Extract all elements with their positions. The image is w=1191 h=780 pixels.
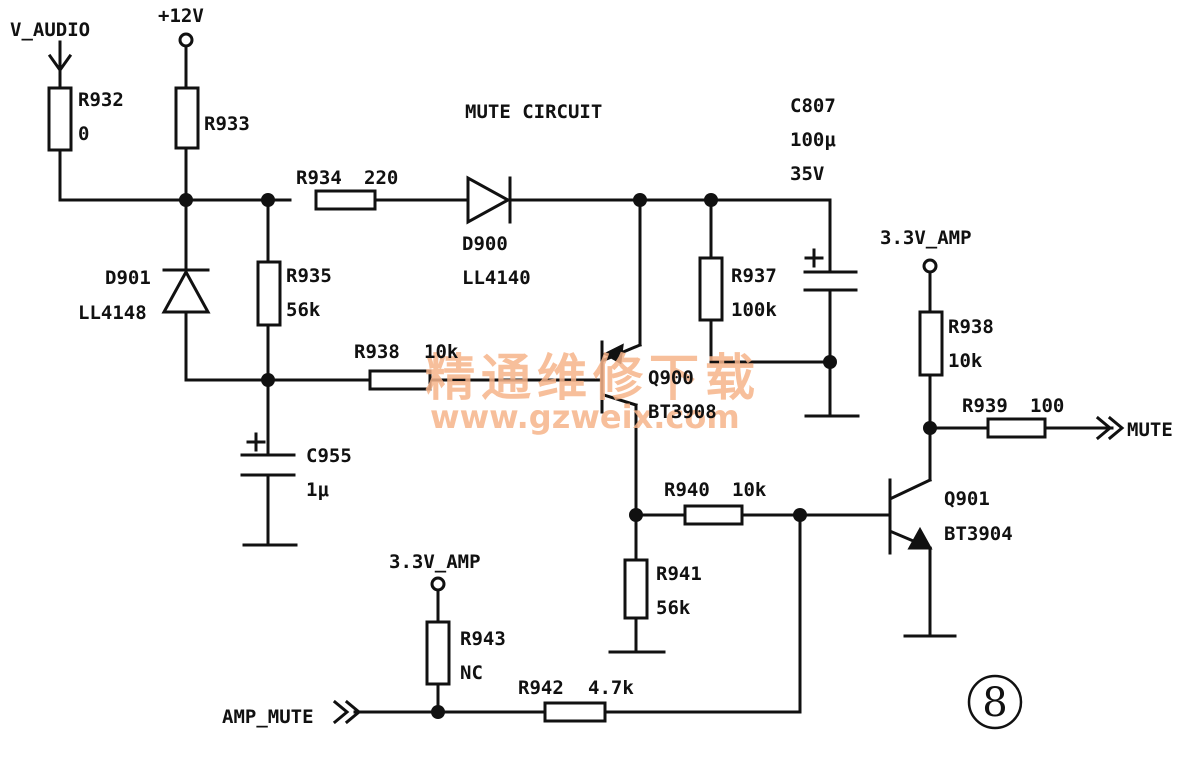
d900-ref: D900 (462, 233, 508, 255)
r943-ref: R943 (460, 628, 506, 650)
r943-value: NC (460, 662, 483, 684)
r940-value: 10k (732, 479, 767, 501)
mute-output-arrow-icon (1095, 415, 1125, 441)
resistor-r939 (986, 417, 1047, 439)
r942-value: 4.7k (588, 677, 634, 699)
diode-icon (161, 268, 211, 314)
d901-value: LL4148 (78, 302, 147, 324)
resistor-r941 (623, 558, 649, 620)
r935-ref: R935 (286, 265, 332, 287)
c955-value: 1μ (306, 479, 329, 501)
r938a-ref: R938 (354, 341, 400, 363)
npn-arrow-icon (907, 526, 933, 550)
net-plus12v: +12V (158, 5, 204, 27)
resistor-r938-pullup (918, 310, 944, 377)
r935-value: 56k (286, 299, 321, 321)
r939-value: 100 (1030, 395, 1064, 417)
capacitor-c955 (240, 432, 296, 477)
figure-number-circle (967, 674, 1023, 730)
d901-ref: D901 (105, 267, 151, 289)
r938b-ref: R938 (948, 316, 994, 338)
net-33v-amp-right: 3.3V_AMP (880, 227, 972, 249)
watermark-text: 精通维修下载 (425, 349, 761, 407)
resistors (47, 86, 1047, 723)
transistor-q900 (600, 340, 642, 414)
r941-ref: R941 (656, 563, 702, 585)
pin-33v-amp-bottom-icon (430, 576, 446, 592)
c807-voltage: 35V (790, 163, 824, 185)
io-connectors (332, 415, 1125, 725)
net-v-audio: V_AUDIO (10, 19, 90, 41)
r941-value: 56k (656, 597, 691, 619)
diode-icon (466, 175, 512, 225)
c807-value: 100μ (790, 129, 836, 151)
r937-ref: R937 (731, 265, 777, 287)
q900-value: BT3908 (648, 401, 717, 423)
c955-ref: C955 (306, 445, 352, 467)
r932-ref: R932 (78, 89, 124, 111)
wires (47, 40, 1114, 714)
q901-value: BT3904 (944, 523, 1013, 545)
ground-symbols (242, 414, 957, 654)
amp-mute-input-arrow-icon (332, 699, 362, 725)
net-33v-amp-bottom: 3.3V_AMP (389, 551, 481, 573)
r940-ref: R940 (664, 479, 710, 501)
r939-ref: R939 (962, 395, 1008, 417)
resistor-r943 (425, 620, 451, 686)
r937-value: 100k (731, 299, 777, 321)
resistor-r932 (47, 86, 73, 152)
diode-d901 (161, 268, 211, 314)
pin-plus12v-icon (178, 32, 194, 48)
resistor-r942 (543, 701, 607, 723)
diode-d900 (466, 175, 512, 225)
r932-value: 0 (78, 123, 89, 145)
capacitor-c807 (803, 248, 858, 292)
figure-number: 8 (967, 674, 1023, 730)
resistor-r935 (256, 260, 282, 327)
q900-ref: Q900 (648, 367, 694, 389)
resistor-r937 (698, 256, 724, 322)
r938a-value: 10k (424, 341, 459, 363)
r934-ref: R934 (296, 167, 342, 189)
net-amp-mute: AMP_MUTE (222, 706, 314, 728)
resistor-r940 (683, 504, 744, 526)
junction-dots (179, 193, 937, 719)
r933-ref: R933 (204, 113, 250, 135)
r942-ref: R942 (518, 677, 564, 699)
watermark-url: www.gzweix.com (430, 398, 740, 436)
q901-ref: Q901 (944, 488, 990, 510)
labels: MUTE CIRCUIT V_AUDIO +12V 3.3V_AMP 3.3V_… (10, 5, 1173, 728)
transistor-q901 (888, 478, 933, 555)
plus-icon (246, 432, 266, 452)
c807-ref: C807 (790, 95, 836, 117)
pin-33v-amp-right-icon (922, 258, 938, 274)
resistor-r933 (174, 86, 200, 150)
r934-value: 220 (364, 167, 398, 189)
pnp-arrow-icon (602, 343, 624, 365)
power-pins (178, 32, 938, 592)
net-mute: MUTE (1127, 419, 1173, 441)
resistor-r934 (314, 189, 377, 211)
r938b-value: 10k (948, 350, 983, 372)
d900-value: LL4140 (462, 267, 531, 289)
figure-number-text: 8 (982, 680, 1007, 726)
resistor-r938-base (368, 369, 432, 391)
v-audio-arrow (47, 53, 73, 73)
plus-icon (804, 248, 824, 268)
title: MUTE CIRCUIT (465, 101, 602, 123)
